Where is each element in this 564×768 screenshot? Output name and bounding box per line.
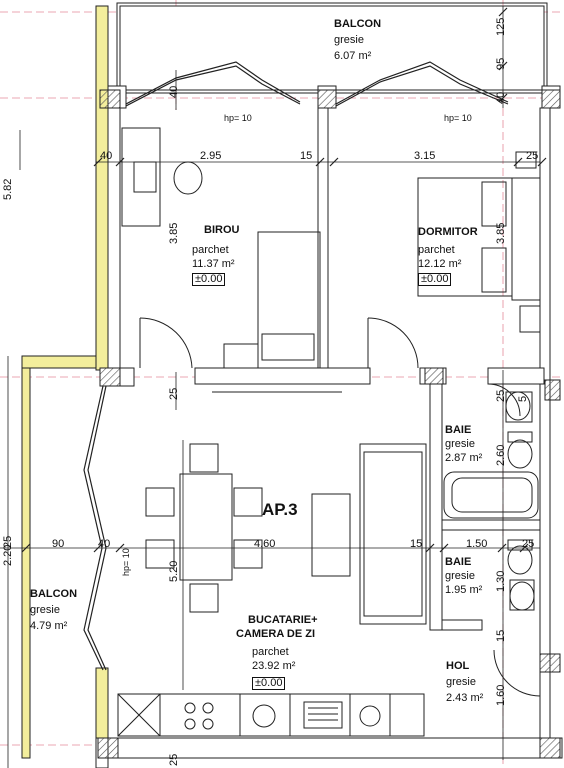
dim-v-left-top: 5.82 — [2, 178, 14, 200]
living-area: 23.92 m² — [252, 660, 296, 672]
dim-v-125: 125 — [495, 17, 507, 36]
birou-area: 11.37 m² — [192, 258, 235, 270]
dim-v-5-20: 5.20 — [168, 560, 180, 582]
dim-1-50: 1.50 — [466, 538, 488, 550]
bathroom-fixtures — [443, 391, 539, 611]
windows-top — [125, 61, 509, 107]
living-level: ±0.00 — [252, 677, 286, 690]
dormitor-height: 3.85 — [495, 222, 507, 244]
baie1-name: BAIE — [445, 424, 472, 436]
dimension-ticks — [21, 7, 547, 553]
dim-v-15: 15 — [495, 629, 507, 642]
dim-v-95: 95 — [495, 57, 507, 70]
balcony-left-area: 4.79 m² — [30, 620, 68, 632]
dim-v-1-60: 1.60 — [495, 684, 507, 706]
birou-name: BIROU — [204, 224, 240, 236]
dimension-lines — [0, 6, 540, 768]
apartment-label: AP.3 — [262, 500, 298, 519]
baie2-area: 1.95 m² — [445, 584, 483, 596]
dim-15-a: 15 — [300, 150, 313, 162]
dim-90: 90 — [52, 538, 65, 550]
living-name-line1: BUCATARIE+ — [248, 614, 318, 626]
balcony-top-floor: gresie — [334, 34, 364, 46]
exterior-wall-left-balcony — [21, 355, 97, 369]
window-left — [83, 385, 107, 671]
balcony-top-area: 6.07 m² — [334, 50, 372, 62]
dim-v-25-d: 25 — [2, 535, 14, 548]
dim-40-a: 40 — [100, 150, 113, 162]
baie1-area: 2.87 m² — [445, 452, 483, 464]
dormitor-level: ±0.00 — [418, 273, 452, 286]
hp-birou: hp= 10 — [224, 113, 252, 123]
exterior-wall-left-top — [95, 5, 109, 371]
dim-v-25-b: 25 — [495, 389, 507, 402]
dim-v-2-60: 2.60 — [495, 444, 507, 466]
dim-v-25-c: 25 — [168, 753, 180, 766]
living-furniture — [145, 391, 427, 625]
dormitor-name: DORMITOR — [418, 226, 478, 238]
dim-15-b: 15 — [410, 538, 423, 550]
balcony-top-name: BALCON — [334, 18, 382, 30]
walls — [95, 85, 563, 768]
dim-2-95: 2.95 — [200, 150, 222, 162]
hol-floor: gresie — [446, 676, 476, 688]
birou-level: ±0.00 — [192, 273, 226, 286]
kitchen-counter — [117, 693, 425, 737]
living-floor: parchet — [252, 646, 289, 658]
dim-v-40-a: 40 — [495, 91, 507, 104]
dormitor-area: 12.12 m² — [418, 258, 462, 270]
dormitor-floor: parchet — [418, 244, 455, 256]
hp-living: hp= 10 — [121, 548, 131, 576]
baie2-name: BAIE — [445, 556, 472, 568]
dim-v-25-a: 25 — [168, 387, 180, 400]
balcony-top — [116, 2, 548, 94]
dim-v-1-30: 1.30 — [495, 570, 507, 592]
bedroom-furniture — [417, 151, 541, 333]
baie1-floor: gresie — [445, 438, 475, 450]
living-name-line2: CAMERA DE ZI — [236, 628, 316, 640]
dim-25-b: 25 — [522, 538, 535, 550]
birou-height: 3.85 — [168, 222, 180, 244]
hp-dormitor: hp= 10 — [444, 113, 472, 123]
doors — [139, 317, 541, 697]
hatched-columns — [97, 89, 561, 759]
birou-floor: parchet — [192, 244, 229, 256]
balcony-left-floor: gresie — [30, 604, 60, 616]
dim-25-a: 25 — [526, 150, 539, 162]
dim-3-15: 3.15 — [414, 150, 436, 162]
dim-4-60: 4.60 — [254, 538, 276, 550]
balcony-left-rail — [21, 367, 31, 759]
hol-area: 2.43 m² — [446, 692, 484, 704]
balcony-left-name: BALCON — [30, 588, 78, 600]
hol-name: HOL — [446, 660, 470, 672]
baie2-floor: gresie — [445, 570, 475, 582]
dim-v-40-b: 40 — [168, 85, 180, 98]
dim-v-5: 5 — [517, 395, 529, 402]
office-furniture — [121, 127, 321, 369]
dim-40-b: 40 — [98, 538, 111, 550]
